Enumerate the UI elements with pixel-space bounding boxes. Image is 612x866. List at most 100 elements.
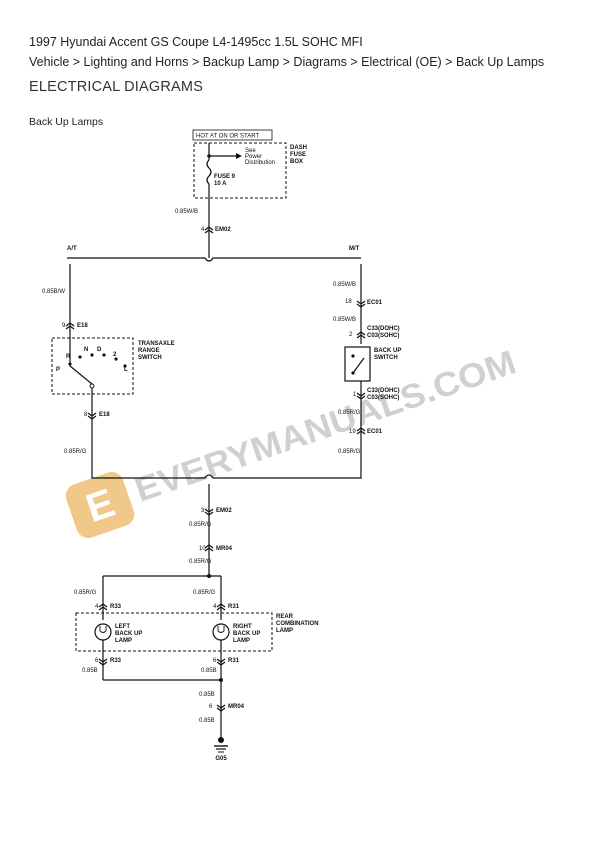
range-n: N — [84, 347, 88, 353]
range-d: D — [97, 347, 102, 353]
left-lamp-icon — [94, 623, 112, 641]
splice-dot — [207, 574, 211, 578]
em02-top-label: EM02 — [215, 227, 231, 233]
fuse-label-2: 10 A — [214, 181, 227, 187]
wire-085rg-right: 0.85R/G — [338, 449, 361, 455]
c33-top-pin: 2 — [349, 332, 353, 338]
wire-085rg-c1: 0.85R/G — [189, 522, 212, 528]
ground-label: G05 — [215, 756, 227, 762]
mr04-bot-pin: 6 — [209, 704, 213, 710]
transaxle-label-3: SWITCH — [138, 355, 162, 361]
right-lamp-label-3: LAMP — [233, 638, 250, 644]
r33-top-pin: 4 — [95, 604, 99, 610]
connector-icon — [356, 300, 366, 308]
range-r: R — [66, 354, 71, 360]
right-lamp-label-2: BACK UP — [233, 631, 260, 637]
transaxle-label-2: RANGE — [138, 348, 160, 354]
ec01-bot-pin: 19 — [349, 429, 356, 435]
wire-085b-c1: 0.85B — [199, 692, 215, 698]
r33-top-label: R33 — [110, 604, 122, 610]
wire-085rg-mt: 0.85R/G — [338, 410, 361, 416]
wire-085rg-c2: 0.85R/G — [189, 559, 212, 565]
wire-085wb-top: 0.85W/B — [175, 209, 198, 215]
r33-bot-label: R33 — [110, 658, 122, 664]
range-2: 2 — [113, 352, 117, 358]
connector-icon — [204, 226, 214, 234]
left-lamp-label-1: LEFT — [115, 624, 130, 630]
em02-top-pin: 4 — [201, 227, 205, 233]
wire-085bw: 0.85B/W — [42, 289, 65, 295]
backup-switch-label-1: BACK UP — [374, 348, 401, 354]
transaxle-label-1: TRANSAXLE — [138, 341, 175, 347]
mr04-top-pin: 10 — [199, 546, 206, 552]
backup-switch-box — [344, 346, 371, 382]
watermark: E EVERYMANUALS.COM — [65, 343, 521, 538]
merge-bus — [91, 452, 362, 479]
backup-switch-label-2: SWITCH — [374, 355, 398, 361]
arrow-right-icon — [236, 153, 242, 159]
e18-bot-label: E18 — [99, 412, 110, 418]
c33-top-label-1: C33(DOHC) — [367, 326, 400, 332]
wire-085b-r: 0.85B — [201, 668, 217, 674]
connector-icon — [65, 322, 75, 330]
r31-top-pin: 4 — [213, 604, 217, 610]
left-lamp-label-3: LAMP — [115, 638, 132, 644]
r33-bot-pin: 6 — [95, 658, 99, 664]
watermark-text: EVERYMANUALS.COM — [130, 343, 521, 509]
wire-085wb-mt1: 0.85W/B — [333, 282, 356, 288]
wire-085wb-mt2: 0.85W/B — [333, 317, 356, 323]
diagram-title: Back Up Lamps — [29, 116, 104, 128]
hot-label: HOT AT ON OR START — [196, 134, 259, 140]
backup-switch-contact — [352, 357, 365, 374]
r31-bot-label: R31 — [228, 658, 240, 664]
fuse-label-1: FUSE 9 — [214, 174, 236, 180]
right-lamp-icon — [212, 623, 230, 641]
split-bus — [67, 257, 361, 262]
rear-combo-label-3: LAMP — [276, 628, 293, 634]
section-title: ELECTRICAL DIAGRAMS — [29, 79, 204, 95]
hot-label-box — [192, 129, 273, 141]
wire-085b-c2: 0.85B — [199, 718, 215, 724]
mr04-bot-label: MR04 — [228, 704, 245, 710]
mr04-top-label: MR04 — [216, 546, 233, 552]
wire-085rg-l33: 0.85R/G — [74, 590, 97, 596]
connector-icon — [98, 603, 108, 611]
em02-bot-pin: 3 — [201, 508, 205, 514]
e18-top-label: E18 — [77, 323, 88, 329]
watermark-logo-icon — [65, 472, 135, 538]
dash-fuse-box-label-2: FUSE — [290, 152, 306, 158]
ec01-top-label: EC01 — [367, 300, 383, 306]
see-power-label-3: Distribution — [245, 160, 275, 166]
connector-icon — [204, 544, 214, 552]
wire-085b-l: 0.85B — [82, 668, 98, 674]
e18-top-pin: 9 — [62, 323, 66, 329]
rear-combo-label-1: REAR — [276, 614, 294, 620]
see-power-label-1: See — [245, 148, 256, 154]
at-label: A/T — [67, 246, 77, 252]
c33-bot-label-1: C33(DOHC) — [367, 388, 400, 394]
see-power-label-2: Power — [245, 154, 262, 160]
connector-icon — [204, 508, 214, 516]
connector-icon — [356, 427, 366, 435]
connector-icon — [216, 658, 226, 666]
range-l: L — [124, 367, 128, 373]
fuse-icon — [206, 159, 212, 185]
left-lamp-label-2: BACK UP — [115, 631, 142, 637]
e18-bot-pin: 8 — [84, 412, 88, 418]
em02-bot-label: EM02 — [216, 508, 232, 514]
connector-icon — [87, 412, 97, 420]
dash-fuse-box-outline — [193, 142, 287, 199]
transaxle-switch-outline — [51, 337, 134, 395]
r31-top-label: R31 — [228, 604, 240, 610]
wire-085rg-left: 0.85R/G — [64, 449, 87, 455]
dash-fuse-box-label-1: DASH — [290, 145, 307, 151]
connector-icon — [216, 603, 226, 611]
vehicle-title: 1997 Hyundai Accent GS Coupe L4-1495cc 1… — [29, 35, 363, 49]
range-p: P — [56, 367, 60, 373]
ec01-top-pin: 18 — [345, 299, 352, 305]
connector-icon — [98, 658, 108, 666]
r31-bot-pin: 6 — [213, 658, 217, 664]
breadcrumb[interactable]: Vehicle > Lighting and Horns > Backup La… — [29, 55, 545, 69]
ground-icon — [214, 737, 228, 753]
